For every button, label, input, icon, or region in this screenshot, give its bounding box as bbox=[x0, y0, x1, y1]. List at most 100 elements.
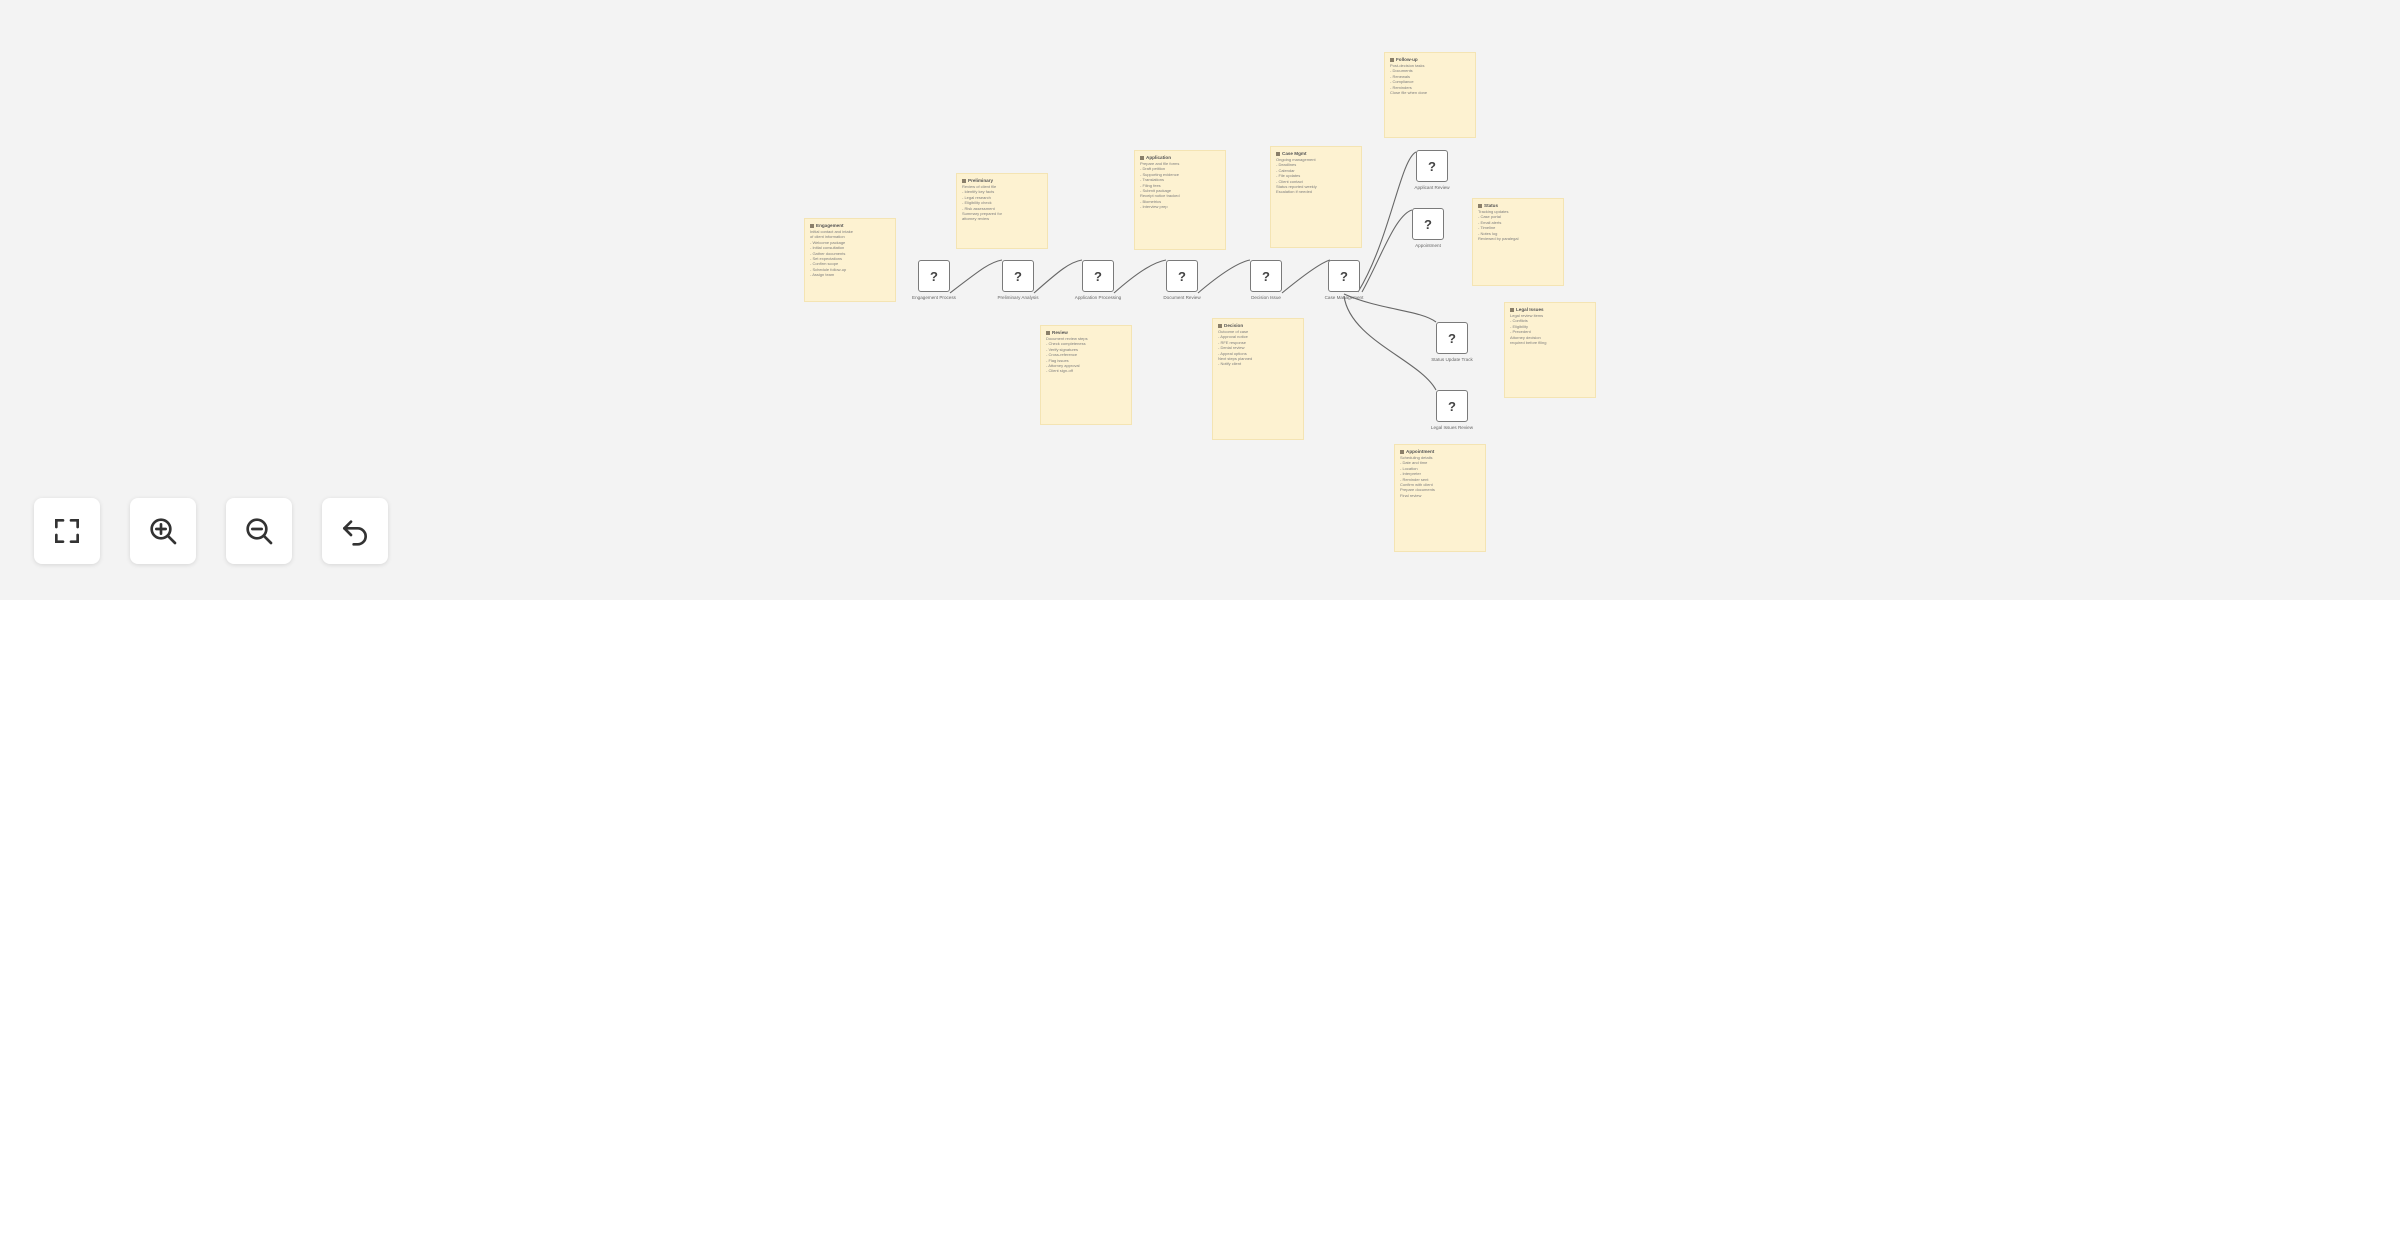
question-icon: ? bbox=[1424, 216, 1432, 232]
sticky-note[interactable]: Review Document review steps - Check com… bbox=[1040, 325, 1132, 425]
note-line: - Check completeness bbox=[1046, 341, 1086, 347]
note-line: - Reminders bbox=[1390, 84, 1412, 90]
sticky-note[interactable]: Case Mgmt Ongoing management - Deadlines… bbox=[1270, 146, 1362, 248]
note-line: - Eligibility check bbox=[962, 200, 992, 206]
note-line: Post-decision tasks bbox=[1390, 63, 1425, 68]
note-line: of client information bbox=[810, 234, 845, 240]
sticky-note[interactable]: Legal Issues Legal review items - Confli… bbox=[1504, 302, 1596, 398]
node-label: Applicant Review bbox=[1414, 185, 1450, 190]
note-line: - Client sign-off bbox=[1046, 368, 1073, 374]
zoom-in-button[interactable] bbox=[130, 498, 196, 564]
zoom-out-icon bbox=[246, 518, 273, 545]
note-line: Attorney decision bbox=[1510, 334, 1541, 340]
edge bbox=[1343, 295, 1437, 391]
node-label: Status Update Track bbox=[1431, 357, 1473, 362]
process-node[interactable]: ? bbox=[1250, 260, 1282, 292]
note-line: - Compliance bbox=[1390, 79, 1414, 85]
node-label: Legal Issues Review bbox=[1430, 425, 1474, 430]
sticky-note[interactable]: Appointment Scheduling details - Date an… bbox=[1394, 444, 1486, 552]
sticky-note[interactable]: Status Tracking updates - Case portal - … bbox=[1472, 198, 1564, 286]
sticky-note[interactable]: Preliminary Review of client file - Iden… bbox=[956, 173, 1048, 249]
process-node[interactable]: ? bbox=[1412, 208, 1444, 240]
note-icon bbox=[1046, 330, 1050, 335]
note-line: - Interview prep bbox=[1140, 204, 1168, 210]
question-icon: ? bbox=[1448, 398, 1456, 414]
node-label: Application Processing bbox=[1074, 295, 1122, 300]
note-line: - Calendar bbox=[1276, 167, 1295, 173]
note-line: - Eligibility bbox=[1510, 323, 1529, 329]
note-icon bbox=[962, 178, 966, 183]
note-line: - Denial review bbox=[1218, 345, 1245, 351]
note-line: - Deadlines bbox=[1276, 162, 1297, 168]
note-line: - Date and time bbox=[1400, 460, 1428, 466]
note-line: - Draft petition bbox=[1140, 166, 1166, 172]
note-line: Document review steps bbox=[1046, 336, 1088, 341]
edge bbox=[1343, 293, 1437, 323]
note-line: - Precedent bbox=[1510, 329, 1531, 335]
note-line: - RFE response bbox=[1218, 339, 1247, 345]
note-line: - Attorney approval bbox=[1046, 363, 1080, 369]
note-icon bbox=[1478, 203, 1482, 208]
note-line: - Risk assessment bbox=[962, 205, 995, 211]
note-line: - Notify client bbox=[1218, 361, 1242, 367]
note-line: Outcome of case bbox=[1218, 329, 1249, 334]
question-icon: ? bbox=[1340, 268, 1348, 284]
note-line: Scheduling details bbox=[1400, 455, 1433, 460]
note-line: - Email alerts bbox=[1478, 219, 1502, 225]
note-title: Appointment bbox=[1406, 449, 1435, 454]
process-node[interactable]: ? bbox=[1328, 260, 1360, 292]
process-node[interactable]: ? bbox=[1002, 260, 1034, 292]
sticky-note[interactable]: Engagement Initial contact and intake of… bbox=[804, 218, 896, 302]
note-line: - Reminder sent bbox=[1400, 476, 1429, 482]
note-line: - Biometrics bbox=[1140, 198, 1162, 204]
question-icon: ? bbox=[1178, 268, 1186, 284]
edge bbox=[1033, 259, 1083, 294]
note-line: - Confirm scope bbox=[810, 261, 839, 267]
node-label: Engagement Process bbox=[912, 295, 956, 300]
note-line: - Initial consultation bbox=[810, 245, 845, 251]
note-title: Legal Issues bbox=[1516, 307, 1544, 312]
note-title: Engagement bbox=[816, 223, 844, 228]
question-icon: ? bbox=[1094, 268, 1102, 284]
undo-button[interactable] bbox=[322, 498, 388, 564]
note-title: Follow-up bbox=[1396, 57, 1418, 62]
node-label: Preliminary Analysis bbox=[997, 295, 1039, 300]
note-line: - Supporting evidence bbox=[1140, 171, 1179, 177]
edge bbox=[949, 259, 1003, 294]
zoom-out-button[interactable] bbox=[226, 498, 292, 564]
process-node[interactable]: ? bbox=[918, 260, 950, 292]
note-line: - Set expectations bbox=[810, 256, 843, 262]
node-label: Decision Issue bbox=[1251, 295, 1281, 300]
note-line: Summary prepared for bbox=[962, 211, 1003, 217]
note-line: - Submit package bbox=[1140, 188, 1172, 194]
note-icon bbox=[1510, 307, 1514, 312]
note-line: Final review bbox=[1400, 492, 1422, 498]
note-line: - Approval notice bbox=[1218, 334, 1248, 340]
diagram-canvas[interactable]: ? Engagement Process ? Preliminary Analy… bbox=[0, 0, 2400, 600]
edge bbox=[1357, 151, 1417, 293]
note-icon bbox=[1390, 57, 1394, 62]
sticky-note[interactable]: Application Prepare and file forms - Dra… bbox=[1134, 150, 1226, 250]
sticky-note[interactable]: Decision Outcome of case - Approval noti… bbox=[1212, 318, 1304, 440]
note-line: Reviewed by paralegal bbox=[1478, 236, 1519, 242]
note-line: - Conflicts bbox=[1510, 318, 1528, 324]
process-node[interactable]: ? bbox=[1082, 260, 1114, 292]
fit-view-button[interactable] bbox=[34, 498, 100, 564]
process-node[interactable]: ? bbox=[1416, 150, 1448, 182]
note-line: - Location bbox=[1400, 465, 1418, 471]
note-icon bbox=[1276, 151, 1280, 156]
note-line: - Identify key facts bbox=[962, 189, 995, 195]
note-line: - Documents bbox=[1390, 68, 1413, 74]
note-line: - Verify signatures bbox=[1046, 346, 1079, 352]
sticky-note[interactable]: Follow-up Post-decision tasks - Document… bbox=[1384, 52, 1476, 138]
note-line: - Schedule follow-up bbox=[810, 266, 847, 272]
fullscreen-icon bbox=[55, 519, 79, 543]
note-line: Status reported weekly bbox=[1276, 184, 1317, 190]
note-line: - Filing fees bbox=[1140, 182, 1161, 188]
process-node[interactable]: ? bbox=[1166, 260, 1198, 292]
process-node[interactable]: ? bbox=[1436, 390, 1468, 422]
note-line: - Flag issues bbox=[1046, 357, 1069, 363]
edge bbox=[1361, 209, 1413, 293]
undo-icon bbox=[343, 520, 367, 546]
process-node[interactable]: ? bbox=[1436, 322, 1468, 354]
